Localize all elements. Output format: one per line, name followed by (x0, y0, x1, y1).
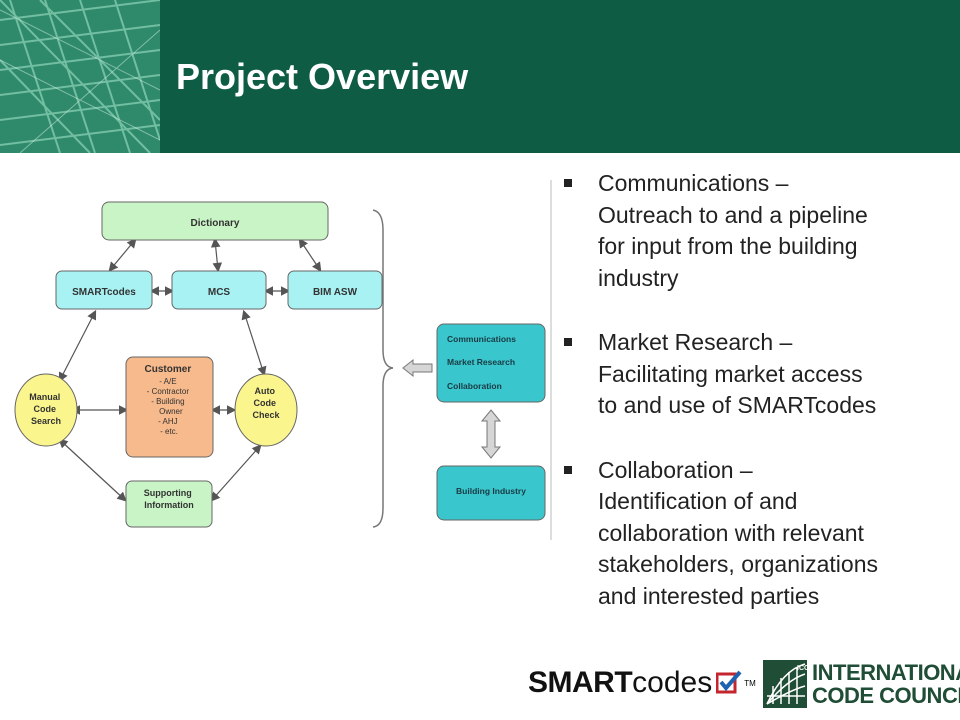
bullet-line: collaboration with relevant (598, 519, 864, 546)
bim-asw-box (287, 270, 383, 310)
bullet-line: Facilitating market access (598, 360, 863, 387)
bullet-line: and interested parties (598, 582, 820, 609)
dictionary-label: Dictionary (191, 218, 240, 229)
manual-code-search-label: Manual Code Search (29, 392, 63, 426)
square-bullet-icon (564, 338, 572, 346)
supporting-information-box (125, 480, 213, 528)
bullet-line: for input from the building (598, 233, 858, 259)
bullet-market-research: Market Research – Facilitating market ac… (560, 327, 950, 422)
icc-badge-text: ICC (797, 665, 809, 672)
double-arrow-icon (480, 409, 502, 459)
mcs-label: MCS (208, 287, 231, 298)
slide-title: Project Overview (176, 56, 469, 97)
smartcodes-label: SMARTcodes (72, 287, 136, 298)
icc-logo-text: INTERNATIONAL CODE COUNCIL (812, 661, 960, 707)
icc-logo: ICC (763, 660, 809, 708)
steel-structure-pattern (0, 0, 160, 153)
smartcodes-box (55, 270, 153, 310)
building-industry-box (436, 465, 546, 521)
header-bar: Project Overview (0, 0, 960, 153)
process-diagram: Dictionary SMARTcodes MCS BIM ASW Manual… (14, 180, 552, 540)
customer-box (125, 356, 214, 458)
auto-code-check-circle (234, 373, 298, 447)
auto-code-check-label: Auto Code Check (252, 386, 280, 420)
checkbox-logo-icon (716, 670, 742, 694)
bim-asw-label: BIM ASW (313, 287, 358, 298)
trademark-mark: TM (744, 678, 756, 688)
communications-group-label: Communications Market Research Collabora… (447, 334, 518, 391)
icc-line2: CODE COUNCIL (812, 683, 960, 708)
icc-line1: INTERNATIONAL (812, 660, 960, 685)
bullet-line: Communications – (598, 170, 789, 196)
curly-brace (372, 209, 394, 528)
communications-group-box (436, 323, 546, 403)
bullet-list: Communications – Outreach to and a pipel… (560, 168, 950, 645)
bullet-line: stakeholders, organizations (598, 551, 878, 577)
dictionary-box (101, 201, 329, 241)
building-industry-label: Building Industry (456, 486, 526, 496)
diagram-connectors (58, 237, 322, 502)
manual-code-search-circle (14, 373, 78, 447)
bullet-line: Identification of and (598, 488, 798, 514)
bullet-communications: Communications – Outreach to and a pipel… (560, 168, 950, 294)
left-arrow-icon (402, 358, 433, 378)
bullet-line: Collaboration – (598, 456, 753, 483)
bullet-line: Outreach to and a pipeline (598, 201, 868, 228)
smartcodes-logo-light: codes (632, 666, 713, 699)
customer-label: Customer - A/E - Contractor - Building O… (145, 364, 194, 436)
smartcodes-logo-bold: SMART (528, 666, 633, 699)
bullet-line: to and use of SMARTcodes (598, 392, 877, 418)
bullet-line: Market Research – (598, 329, 793, 355)
supporting-information-label: Supporting Information (144, 488, 195, 510)
square-bullet-icon (564, 465, 572, 474)
bullet-collaboration: Collaboration – Identification of and co… (560, 455, 950, 613)
mcs-box (171, 270, 267, 310)
square-bullet-icon (564, 179, 572, 187)
bullet-line: industry (598, 264, 679, 291)
